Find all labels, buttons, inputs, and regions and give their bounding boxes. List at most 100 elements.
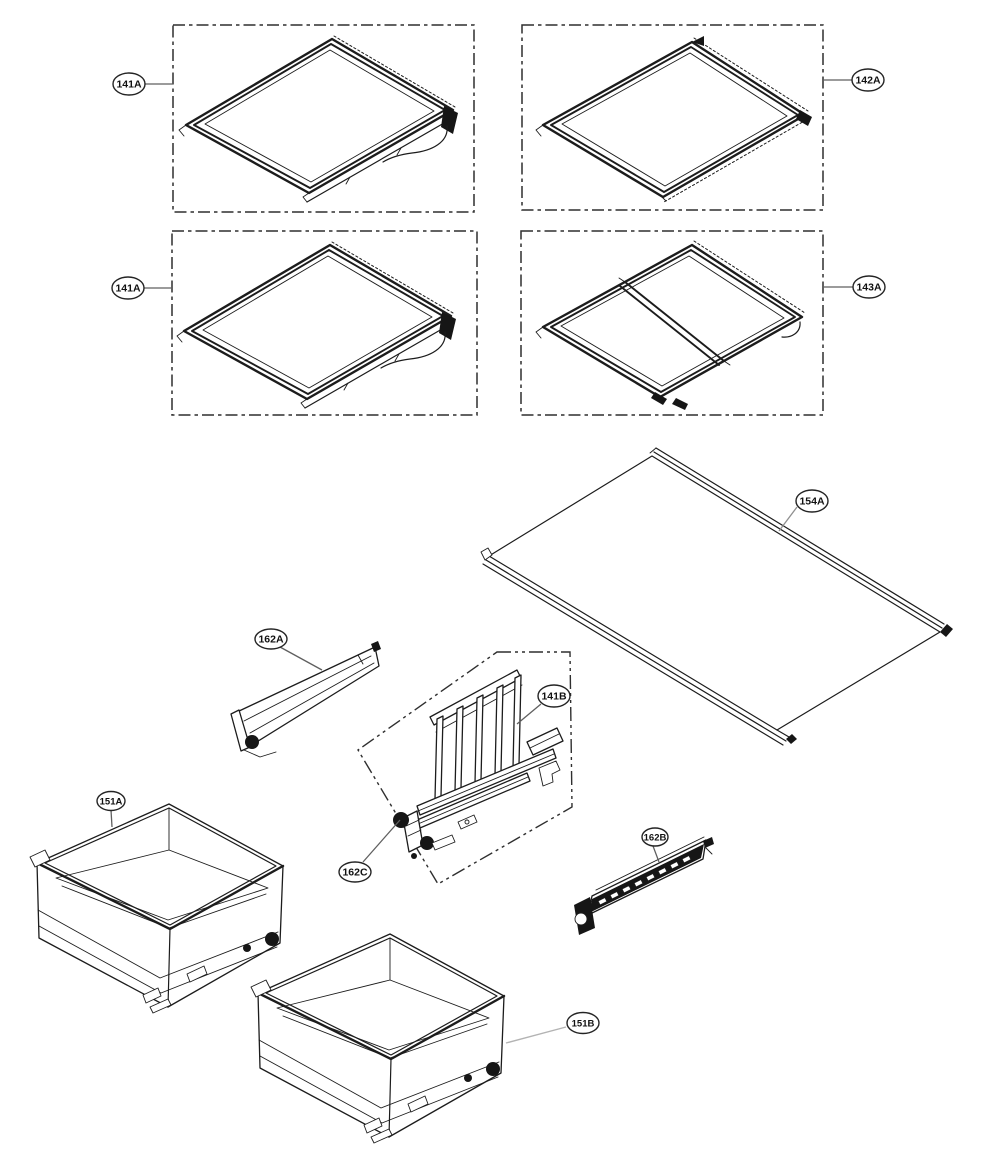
left-vertex-notch <box>535 326 544 339</box>
shelf-glass <box>560 255 785 387</box>
dashed-boundary-box <box>171 230 478 416</box>
dashed-boundary-box <box>520 230 824 416</box>
right-cap <box>796 110 812 126</box>
callout-141a-mid: 141A <box>111 276 172 300</box>
divider-line-1 <box>624 281 725 362</box>
shelf-frame-outer <box>541 40 807 199</box>
shelf-frame-inner <box>550 46 799 193</box>
callout-balloon <box>254 628 288 650</box>
callout-label: 162B <box>644 833 667 844</box>
ladder-hole-4 <box>633 879 644 888</box>
callout-label: 143A <box>856 282 882 294</box>
callout-162c: 162C <box>338 819 401 883</box>
ladder-hole-2 <box>609 891 620 900</box>
rail-foot-bracket <box>538 760 561 787</box>
ladder-hole-1 <box>597 897 608 906</box>
callout-balloon <box>795 489 829 513</box>
rail-inner-line1 <box>243 655 372 722</box>
leader-line <box>110 809 113 828</box>
rack-slat-1 <box>434 715 444 800</box>
callout-151a: 151A <box>96 790 126 828</box>
bin-151b-drawing <box>249 932 506 1145</box>
shelf-154a-drawing <box>480 447 953 746</box>
shelf-frame-inner <box>550 249 796 393</box>
dashed-boundary-box <box>521 24 824 211</box>
shelf-141a-mid-drawing <box>175 240 458 410</box>
callout-label: 141A <box>116 79 142 91</box>
leader-line <box>279 646 323 671</box>
front-rail-line2 <box>482 563 784 746</box>
callout-143a: 143A <box>823 275 886 299</box>
callout-label: 154A <box>799 496 825 508</box>
rail-inner-line2 <box>249 662 375 734</box>
rail-bottom-bracket <box>243 749 277 758</box>
panel-141a-top <box>172 24 475 213</box>
callout-balloon <box>851 68 885 92</box>
ladder-hole-8 <box>681 855 692 864</box>
callout-balloon <box>852 275 886 299</box>
assembly-162c <box>357 651 573 885</box>
callout-label: 141B <box>541 691 567 703</box>
plate-line-2 <box>407 829 422 837</box>
leader-line <box>505 1026 567 1044</box>
shelf-141a-top-drawing <box>177 34 460 204</box>
bin-151a-drawing <box>28 802 285 1015</box>
panel-141a-mid <box>171 230 478 416</box>
rack-141b-drawing <box>393 669 564 859</box>
divider-tick-top <box>618 277 626 283</box>
rail-end-block <box>526 727 564 756</box>
top-rail-connector <box>649 447 657 454</box>
divider-tick-bottom <box>723 360 731 366</box>
rail-162b-drawing <box>574 836 714 935</box>
dashed-boundary-box <box>172 24 475 213</box>
panel-143a <box>520 230 824 416</box>
ladder-hole-7 <box>669 861 680 870</box>
shelf-hose <box>781 321 801 338</box>
shelf-edge-texture <box>693 240 806 314</box>
panel-142a <box>521 24 824 211</box>
rail-162a-drawing <box>230 641 381 758</box>
callout-balloon <box>566 1011 600 1035</box>
tab-hole <box>464 819 470 825</box>
rail-front-inner <box>417 776 529 825</box>
top-rail-end-cap <box>940 624 953 637</box>
rail-tip <box>371 641 381 652</box>
callout-label: 141A <box>115 283 141 295</box>
front-rail-end-cap <box>786 734 797 744</box>
callout-balloon <box>111 276 145 300</box>
rack-top-bar <box>429 669 522 726</box>
rail-main-inner <box>417 753 555 812</box>
foot-tab-1 <box>651 392 667 405</box>
callout-balloon <box>112 72 146 96</box>
divider-line-2 <box>619 285 720 366</box>
front-rail-left-cap <box>480 547 493 561</box>
leader-line <box>362 819 401 863</box>
rail-wheel-small <box>420 836 434 850</box>
callout-label: 162A <box>258 634 284 646</box>
rack-slat-4 <box>494 684 504 776</box>
callout-141b: 141B <box>516 684 571 725</box>
callout-label: 162C <box>342 867 368 879</box>
front-rail-extension <box>776 729 790 738</box>
callout-balloon <box>641 827 669 847</box>
top-flag <box>692 36 704 46</box>
shelf-glass <box>561 52 788 187</box>
callout-label: 151B <box>572 1019 595 1030</box>
callout-balloon <box>96 790 126 812</box>
rack-slat-2 <box>454 705 464 792</box>
leader-line <box>652 845 660 863</box>
callout-141a-top: 141A <box>112 72 173 96</box>
rail-right-hook <box>705 847 713 855</box>
ladder-hole-3 <box>621 885 632 894</box>
callout-151b: 151B <box>505 1011 600 1044</box>
callout-162a: 162A <box>254 628 323 671</box>
front-rail-line1 <box>485 559 787 742</box>
callout-142a: 142A <box>823 68 885 92</box>
rail-notch <box>357 654 364 665</box>
callout-label: 151A <box>100 797 123 808</box>
rail-bolt <box>411 853 417 859</box>
plate-line-1 <box>405 819 420 827</box>
callout-balloon <box>537 684 571 708</box>
leader-line <box>516 703 542 725</box>
